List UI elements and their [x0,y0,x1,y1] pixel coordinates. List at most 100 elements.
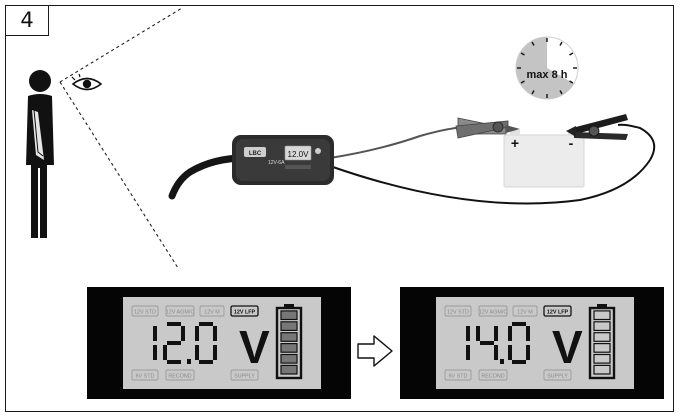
battery-gauge-segment [280,321,298,331]
segment [508,345,512,360]
battery-gauge-segment [280,332,298,342]
negative-clamp-icon [566,114,628,140]
person-icon [26,70,54,238]
mode-label-box [131,305,159,317]
mode-label-box [444,305,472,317]
segment [466,345,470,360]
timer-tick [531,41,535,46]
timer-tick [520,80,525,84]
charger-brand: LBC [249,151,262,157]
timer-label: max 8 h [527,69,568,81]
mode-label: RECOND [168,374,191,380]
battery-gauge-outline [275,306,303,380]
mode-label-box [543,369,572,381]
arrow-right-icon [357,335,393,367]
mode-label: 12V M [517,310,533,316]
charger-mode-button[interactable] [315,148,321,154]
mode-label: 12V STD [447,310,469,316]
segment [167,322,181,326]
segment [199,360,213,364]
battery-icon: + - [503,130,585,188]
battery-gauge-segment [593,364,611,375]
segment [167,341,181,345]
battery-minus-sign: - [569,135,574,151]
battery-gauge-segment [593,353,611,364]
timer-tick [520,52,525,56]
charger-display-value: 12.0V [288,150,310,159]
battery-gauge-segment [593,321,611,331]
mode-label-box [199,305,225,317]
segment [512,322,526,326]
mode-label-box [444,369,472,381]
battery-gauge-segment [280,343,298,353]
mode-label-box [543,305,572,317]
mode-label-box [165,369,195,381]
segment [494,345,498,360]
decimal-point [187,359,191,364]
timer-ticks [517,38,577,98]
step-number: 4 [5,5,49,36]
battery-gauge-segment [280,364,298,375]
mode-label: 12V LFP [234,310,256,316]
mode-label-box [230,369,259,381]
mode-label: 12V STD [134,310,156,316]
charger-model: 12V-6A [268,160,285,166]
mode-label-box [478,369,508,381]
segment [476,326,480,341]
battery-plus-sign: + [511,135,519,151]
segment [526,326,530,341]
positive-clamp-icon [455,117,520,139]
segment [466,326,470,341]
segment [480,341,494,345]
segment [199,322,213,326]
battery-gauge-segment [280,310,298,321]
mode-label: 12V LFP [547,310,569,316]
timer-tick [569,80,574,84]
battery-gauge-segment [593,343,611,353]
figure-frame [5,5,674,412]
segment [512,360,526,364]
unit-label: V [552,321,583,373]
timer-clock-icon: max 8 h [515,36,579,100]
segment [181,326,185,341]
mode-label: 12V AGM/C [479,310,508,316]
eye-icon [71,73,103,91]
segment [153,345,157,360]
segment [195,326,199,341]
mode-label-box [478,305,508,317]
timer-tick [559,41,563,46]
timer-tick [531,90,535,95]
charger-device: LBC 12V-6A 12.0V [232,135,334,185]
decimal-point [500,359,504,364]
mode-label-box [230,305,259,317]
mode-label-box [165,305,195,317]
battery-gauge-segment [280,353,298,364]
timer-elapsed-wedge [516,37,574,99]
segment [213,345,217,360]
battery-gauge-outline [588,306,616,380]
timer-tick [569,52,574,56]
segment [526,345,530,360]
segment [494,326,498,341]
segment [153,326,157,341]
mode-label: SUPPLY [547,374,568,380]
segment [508,326,512,341]
gauge-cap [284,304,294,308]
unit-label: V [239,321,270,373]
mode-label: 12V AGM/C [166,310,195,316]
display-panel-after: 12V STD 12V AGM/C 12V M 12V LFP 6V STD RECOND… [400,287,664,399]
segment [167,360,181,364]
segment [163,345,167,360]
mode-label: 12V M [204,310,220,316]
timer-tick [559,90,563,95]
mode-label-box [131,369,159,381]
mode-label-box [512,305,538,317]
battery-gauge-segment [593,310,611,321]
view-cone [59,7,183,269]
mode-label: RECOND [481,374,504,380]
segment [195,345,199,360]
segment [213,326,217,341]
mode-label: 6V STD [449,374,468,380]
